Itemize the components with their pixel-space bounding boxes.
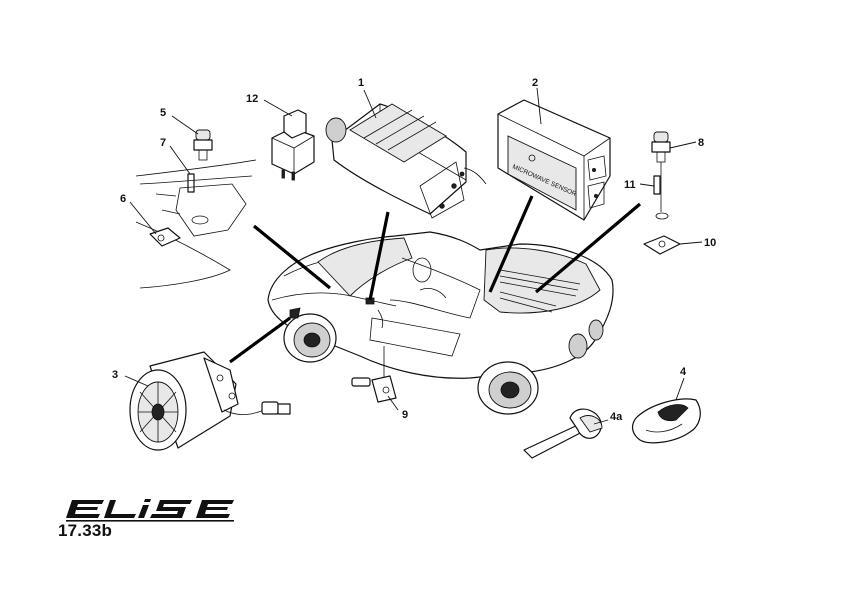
switch-spacer-part (187, 173, 195, 193)
callout-1: 1 (358, 77, 364, 89)
boot-switch-part (651, 131, 671, 212)
pointer-sensor-2 (488, 195, 534, 293)
figure-reference: 17.33b (58, 521, 113, 540)
key-fob-part (631, 398, 701, 444)
boot-switch-spacer-part (653, 175, 669, 220)
siren-part (129, 351, 291, 451)
callout-8: 8 (698, 137, 704, 149)
callout-4: 4 (680, 366, 687, 378)
callout-3: 3 (112, 369, 118, 381)
callout-4a: 4a (610, 411, 623, 423)
pointer-switch-8 (534, 202, 642, 294)
pointer-siren (229, 316, 291, 364)
bonnet-switch-part (193, 129, 213, 161)
pointer-module-1 (368, 211, 390, 301)
elise-logo (66, 499, 234, 522)
alarm-ecu-part (325, 103, 487, 219)
callout-5: 5 (160, 107, 166, 119)
callout-6: 6 (120, 193, 126, 205)
bonnet-panel-part (135, 159, 257, 289)
callout-9: 9 (402, 409, 408, 421)
car-illustration (267, 231, 614, 415)
callout-2: 2 (532, 77, 538, 89)
callout-11: 11 (624, 179, 636, 191)
callout-12: 12 (246, 93, 258, 105)
callout-10: 10 (704, 237, 716, 249)
relay-part (271, 109, 315, 181)
callout-7: 7 (160, 137, 166, 149)
front-wheel (283, 313, 337, 363)
boot-bracket-part (643, 235, 681, 255)
microwave-sensor-part: MICROWAVE SENSOR (497, 99, 611, 221)
leader-lines (124, 87, 703, 425)
pointer-bracket (252, 224, 332, 290)
door-switch-part (351, 346, 397, 403)
key-part (523, 408, 603, 459)
rear-wheel (477, 361, 539, 415)
